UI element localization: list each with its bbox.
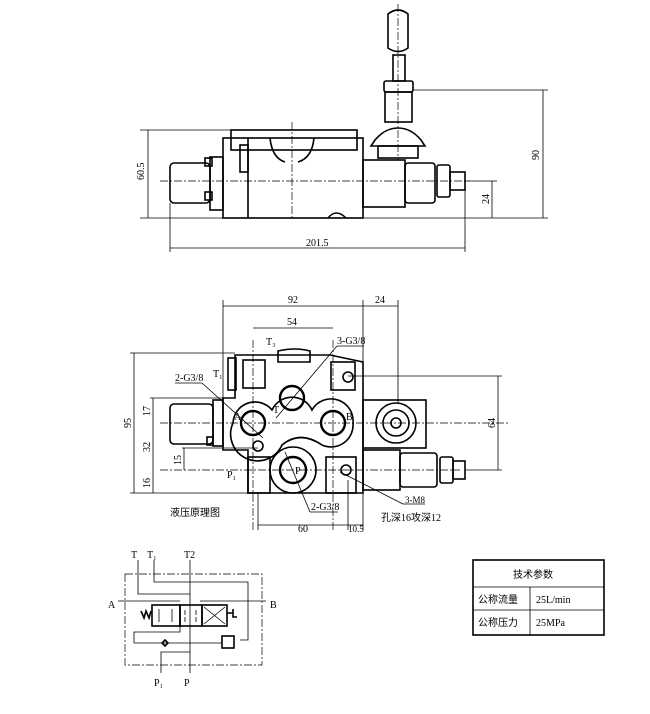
label-a: A	[234, 412, 242, 423]
dim-port-spacing: 54	[287, 317, 297, 328]
label-t: T	[273, 405, 279, 416]
hydraulic-schematic: T T₁ T2 A B P₁ P	[108, 550, 277, 689]
schematic-label-t: T	[131, 550, 137, 561]
dim-17: 17	[142, 406, 153, 416]
front-view: 92 24 54 95 17 32 15 16 64 60 10.5 2	[123, 295, 510, 535]
spec-value: 25MPa	[536, 618, 565, 629]
schematic-label-b: B	[270, 600, 277, 611]
label-p: P	[295, 466, 301, 477]
schematic-label-p1: P₁	[154, 678, 163, 689]
label-b: B	[346, 412, 353, 423]
schematic-label-t2: T2	[184, 550, 195, 561]
dim-height: 95	[123, 418, 134, 428]
dim-10-5: 10.5	[348, 524, 364, 534]
spec-table: 技术参数 公称流量 25L/min 公称压力 25MPa	[472, 559, 605, 636]
dim-total-height: 90	[531, 150, 542, 160]
dim-height: 60.5	[136, 163, 147, 181]
schematic-label-t1: T₁	[147, 550, 157, 561]
label-t3: T₃	[266, 337, 276, 348]
label-bottom-ports: 2-G3/8	[311, 502, 339, 513]
dim-width: 92	[288, 295, 298, 306]
spec-value: 25L/min	[536, 595, 570, 606]
dim-15: 15	[173, 455, 184, 465]
dim-length: 201.5	[306, 238, 329, 249]
label-side-ports: 2-G3/8	[175, 373, 203, 384]
schematic-label-a: A	[108, 600, 116, 611]
side-view: 60.5 90 24 201.5	[136, 4, 548, 252]
dim-handle-offset: 24	[375, 295, 385, 306]
label-t1: T₁	[213, 369, 223, 380]
dim-axis-height: 24	[481, 194, 492, 204]
dim-64: 64	[487, 418, 498, 428]
dim-60: 60	[298, 524, 308, 535]
schematic-label-p: P	[184, 678, 190, 689]
dim-16: 16	[142, 478, 153, 488]
spec-name: 公称压力	[478, 616, 518, 629]
label-mount-holes: 3-M8	[405, 495, 425, 505]
dim-32: 32	[142, 442, 153, 452]
label-p1: P₁	[227, 470, 236, 481]
schematic-title: 液压原理图	[170, 506, 220, 519]
label-top-ports: 3-G3/8	[337, 336, 365, 347]
spec-name: 公称流量	[478, 593, 518, 606]
spec-table-title: 技术参数	[513, 568, 553, 581]
label-mount-depth: 孔深16攻深12	[381, 511, 441, 524]
